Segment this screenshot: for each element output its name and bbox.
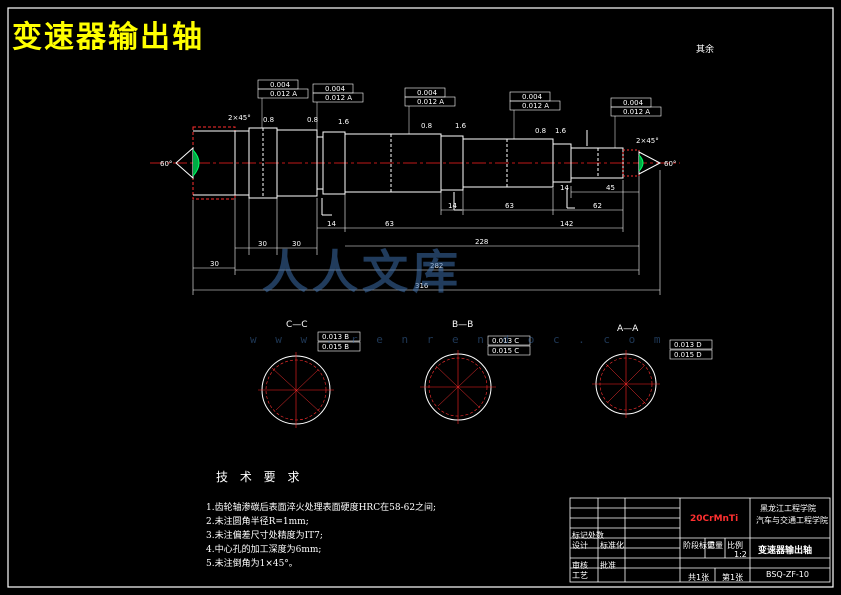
section-aa-label: A—A: [617, 324, 639, 334]
svg-text:0.012 A: 0.012 A: [623, 108, 650, 116]
dim-angle-left: 60°: [160, 160, 172, 168]
svg-text:0.004: 0.004: [270, 81, 291, 89]
dim-316: 316: [415, 282, 429, 290]
dim-chamfer-left: 2×45°: [228, 114, 251, 122]
title-block: [569, 497, 831, 583]
section-cc-tol1: 0.013 B: [322, 333, 349, 341]
svg-text:0.012 A: 0.012 A: [270, 90, 297, 98]
title-block-std: 标准化: [600, 541, 624, 550]
section-aa: [592, 350, 660, 418]
dim-228: 228: [475, 238, 488, 246]
tolerance-frame-5: 0.004 0.012 A: [610, 97, 662, 148]
dim-30-b: 30: [292, 240, 301, 248]
title-block-scale: 1:2: [734, 550, 747, 559]
section-cc-label: C—C: [286, 320, 308, 330]
page-title: 变速器输出轴: [12, 20, 204, 55]
section-bb-tol1: 0.013 C: [492, 337, 519, 345]
title-block-process: 工艺: [572, 571, 588, 580]
title-block-approve: 批准: [600, 561, 616, 570]
title-block-material: 20CrMnTi: [690, 514, 739, 524]
title-block-weight: 重量: [707, 541, 723, 550]
section-aa-tol1: 0.013 D: [674, 341, 702, 349]
section-tol-aa: [669, 339, 713, 360]
title-block-ratio: 比例: [727, 541, 743, 550]
dim-45: 45: [606, 184, 615, 192]
title-block-review: 审核: [572, 561, 588, 570]
dim-angle-right: 60°: [664, 160, 676, 168]
surface-finish-note: 其余: [696, 45, 715, 55]
dim-282: 282: [430, 262, 443, 270]
svg-text:0.012 A: 0.012 A: [417, 98, 444, 106]
tolerance-frame-4: 0.004 0.012 A: [509, 91, 561, 139]
title-block-design: 设计: [572, 541, 588, 550]
drawing-border: [7, 7, 834, 588]
tolerance-frame-2: 0.004 0.012 A: [312, 83, 364, 130]
svg-text:0.004: 0.004: [522, 93, 543, 101]
roughness-3: 0.8: [421, 122, 432, 130]
roughness-1: 0.8: [263, 116, 274, 124]
title-block-part-name: 变速器输出轴: [758, 546, 813, 556]
dim-14-a: 14: [327, 220, 336, 228]
roughness-7: 1.6: [555, 127, 567, 135]
section-bb-label: B—B: [452, 320, 474, 330]
roughness-5: 1.6: [338, 118, 350, 126]
dim-63-a: 63: [385, 220, 394, 228]
title-block-stage: 阶段标记: [683, 541, 715, 550]
dim-30-c: 30: [210, 260, 219, 268]
svg-text:0.012 A: 0.012 A: [522, 102, 549, 110]
watermark-logo: 人人文库: [262, 245, 462, 299]
svg-text:0.012 A: 0.012 A: [325, 94, 352, 102]
tech-requirement-3: 3.未注偏差尺寸处精度为IT7;: [206, 531, 323, 541]
svg-text:0.004: 0.004: [325, 85, 346, 93]
section-cc: [258, 352, 334, 428]
svg-text:0.004: 0.004: [623, 99, 644, 107]
tech-requirements-heading: 技 术 要 求: [216, 470, 304, 484]
tolerance-frame-1: 0.004 0.012 A: [257, 79, 309, 128]
section-bb-tol2: 0.015 C: [492, 347, 519, 355]
tech-requirement-1: 1.齿轮轴渗碳后表面淬火处理表面硬度HRC在58-62之间;: [206, 503, 437, 513]
dim-chamfer-right: 2×45°: [636, 137, 659, 145]
title-block-sheet-no: 第1张: [722, 573, 744, 582]
tolerance-frame-3: 0.004 0.012 A: [404, 87, 456, 134]
roughness-6: 1.6: [455, 122, 467, 130]
watermark-url: w w w . r e n r e n d o c . c o m: [250, 333, 667, 346]
dim-14-b: 14: [448, 202, 457, 210]
title-block-sheet-total: 共1张: [688, 573, 710, 582]
dim-30-a: 30: [258, 240, 267, 248]
dim-14-c: 14: [560, 184, 569, 192]
dim-142: 142: [560, 220, 573, 228]
tech-requirement-5: 5.未注倒角为1×45°。: [206, 559, 298, 569]
tech-requirement-2: 2.未注圆角半径R=1mm;: [206, 517, 309, 527]
tech-requirement-4: 4.中心孔的加工深度为6mm;: [206, 545, 322, 555]
roughness-4: 0.8: [535, 127, 546, 135]
title-block-school-1: 黑龙江工程学院: [760, 504, 816, 513]
section-bb: [420, 350, 496, 424]
title-block-drawing-no: BSQ-ZF-10: [766, 570, 809, 579]
dim-62: 62: [593, 202, 602, 210]
title-block-marks: 标记处数: [572, 531, 604, 540]
roughness-2: 0.8: [307, 116, 318, 124]
title-block-school-2: 汽车与交通工程学院: [756, 516, 828, 525]
shaft-profile: [175, 126, 662, 200]
section-cc-tol2: 0.015 B: [322, 343, 349, 351]
section-aa-tol2: 0.015 D: [674, 351, 702, 359]
dim-63-b: 63: [505, 202, 514, 210]
dimension-lines: [192, 170, 661, 295]
section-tol-bb: [487, 335, 531, 356]
svg-text:0.004: 0.004: [417, 89, 438, 97]
section-tol-cc: [317, 331, 361, 352]
